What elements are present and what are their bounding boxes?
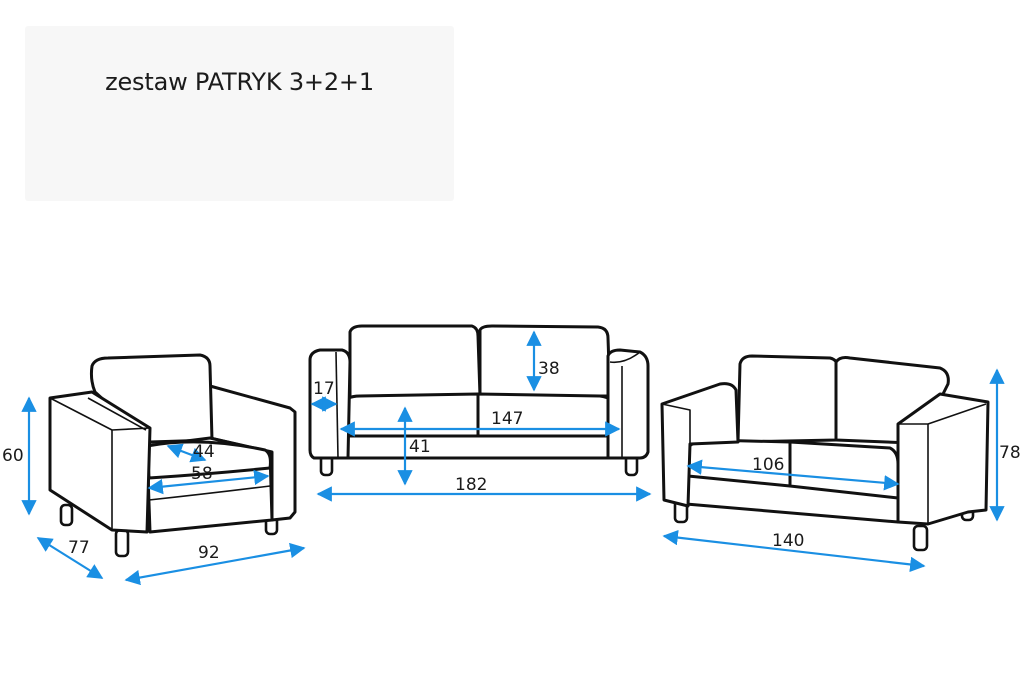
sofa2-dimensions: 106 78 140 — [662, 368, 1021, 573]
sofa3-right-arm — [606, 348, 650, 460]
armchair-arm-inner — [87, 397, 147, 431]
dim-sofa2-seat-width: 106 — [752, 455, 784, 475]
dim-sofa3-backrest-height: 38 — [538, 359, 560, 379]
sofa-2-seat — [660, 354, 990, 552]
armchair — [48, 353, 297, 558]
dim-sofa2-total-width-arrow — [662, 529, 926, 573]
dim-sofa2-total-width: 140 — [772, 531, 804, 551]
armchair-back-cushion — [89, 353, 214, 444]
sofa3-right-arm-top — [609, 351, 641, 364]
dim-armchair-width-arrow — [124, 542, 306, 586]
dim-sofa2-height: 78 — [999, 443, 1021, 463]
dim-armchair-height: 60 — [2, 446, 24, 466]
armchair-left-arm — [48, 390, 152, 534]
dim-sofa2-seat-width-arrow — [686, 459, 900, 491]
sofa3-back-cushion-right — [478, 324, 612, 398]
sofa-3-seat — [308, 324, 650, 477]
dim-armchair-seat-width-arrow — [147, 469, 270, 495]
dim-sofa3-seat-width: 147 — [491, 409, 523, 429]
dim-armchair-seat-depth-arrow — [166, 443, 207, 463]
sofa2-back-cushion-left — [736, 354, 840, 444]
dim-armchair-width: 92 — [198, 543, 220, 563]
armchair-leg — [59, 503, 74, 527]
page-title: zestaw PATRYK 3+2+1 — [105, 68, 374, 96]
sofa2-right-arm-top — [898, 403, 987, 425]
sofa2-left-arm-top — [661, 403, 691, 444]
armchair-leg — [114, 528, 130, 558]
dim-sofa3-total-width: 182 — [455, 475, 487, 495]
armchair-dimensions: 60 77 92 44 58 — [2, 396, 306, 586]
sofa2-right-arm — [896, 392, 990, 526]
dim-armchair-seat-depth: 44 — [193, 442, 215, 462]
dim-sofa3-arm-width: 17 — [313, 379, 335, 399]
sofa3-back-cushion-left — [348, 324, 482, 400]
dim-sofa3-seat-height: 41 — [409, 437, 431, 457]
dim-armchair-seat-width: 58 — [191, 464, 213, 484]
dim-armchair-depth: 77 — [68, 538, 90, 558]
title-panel: zestaw PATRYK 3+2+1 — [25, 26, 454, 201]
dim-armchair-depth-arrow — [36, 537, 104, 579]
sofa3-dimensions: 17 38 147 41 182 — [310, 330, 652, 502]
sofa2-leg — [912, 524, 929, 552]
